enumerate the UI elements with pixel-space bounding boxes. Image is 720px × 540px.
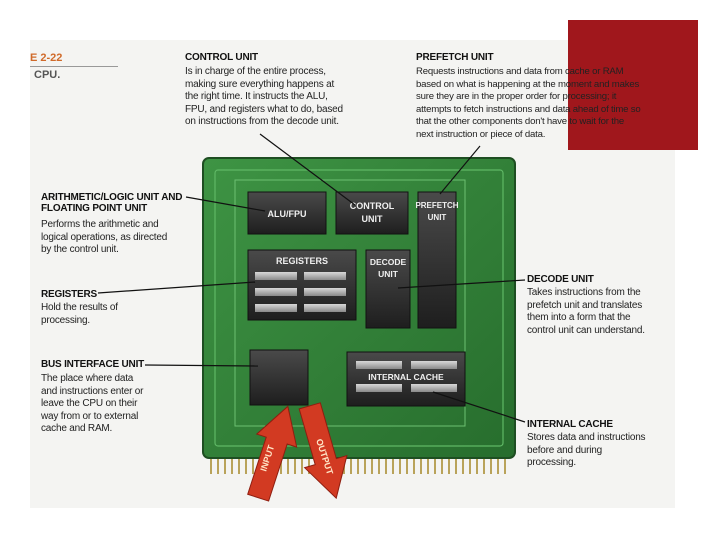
cpu-pin <box>490 452 492 474</box>
red-accent-bar <box>568 20 698 150</box>
control-unit-description: Is in charge of the entire process, maki… <box>185 66 343 127</box>
cpu-pin <box>427 452 429 474</box>
control-unit-heading: CONTROL UNIT <box>185 52 258 63</box>
decode-unit-heading: DECODE UNIT <box>527 274 594 285</box>
cpu-pin <box>385 452 387 474</box>
cpu-pin <box>301 452 303 474</box>
cpu-pin <box>245 452 247 474</box>
cpu-pin <box>434 452 436 474</box>
alu-description: Performs the arithmetic and logical oper… <box>41 219 168 255</box>
cpu-pin <box>252 452 254 474</box>
cpu-pin <box>413 452 415 474</box>
prefetch-unit-description: Requests instructions and data from cach… <box>416 66 641 140</box>
cpu-pin <box>441 452 443 474</box>
cpu-pin <box>378 452 380 474</box>
bus-interface-leader <box>144 364 259 367</box>
control-unit-leader <box>259 133 356 206</box>
input-arrow <box>247 405 298 502</box>
cpu-pin <box>287 452 289 474</box>
cache-cell <box>411 384 457 392</box>
cpu-pin <box>504 452 506 474</box>
figure-caption: CPU. <box>34 69 61 81</box>
cpu-pin <box>371 452 373 474</box>
prefetch-unit-heading: PREFETCH UNIT <box>416 52 494 63</box>
cpu-pin <box>420 452 422 474</box>
registers-description: Hold the results of processing. <box>41 302 118 326</box>
cache-cell <box>356 361 402 369</box>
internal-cache-heading: INTERNAL CACHE <box>527 419 613 430</box>
leader-lines <box>97 133 526 423</box>
control-unit-label-line-2: UNIT <box>362 214 383 224</box>
register-cell <box>304 304 346 312</box>
internal-cache-label: INTERNAL CACHE <box>368 372 444 382</box>
cpu-pin <box>308 452 310 474</box>
alu-fpu-block <box>247 191 327 235</box>
cpu-pin <box>469 452 471 474</box>
cpu-pin <box>231 452 233 474</box>
figure-rule <box>30 66 118 67</box>
internal-cache-description: Stores data and instructions before and … <box>527 432 646 468</box>
cpu-pin <box>448 452 450 474</box>
prefetch-unit-leader <box>439 145 481 195</box>
registers-leader <box>97 281 256 294</box>
cpu-pin <box>210 452 212 474</box>
cpu-pin <box>238 452 240 474</box>
cpu-pin <box>455 452 457 474</box>
register-cell <box>255 304 297 312</box>
cpu-pin <box>406 452 408 474</box>
register-cell <box>255 288 297 296</box>
cache-cells <box>356 361 457 392</box>
cpu-pin <box>483 452 485 474</box>
cpu-pin <box>399 452 401 474</box>
registers-label: REGISTERS <box>276 256 328 266</box>
cache-cell <box>356 384 402 392</box>
registers-heading: REGISTERS <box>41 289 97 300</box>
cpu-pin <box>497 452 499 474</box>
decode-unit-label-line-2: UNIT <box>378 269 399 279</box>
cpu-pin <box>294 452 296 474</box>
prefetch-unit-label-line-1: PREFETCH <box>415 201 458 210</box>
alu-leader <box>185 196 266 212</box>
control-unit-label-line-1: CONTROL <box>350 201 395 211</box>
cpu-pin <box>364 452 366 474</box>
decode-unit-label-line-1: DECODE <box>370 257 407 267</box>
prefetch-unit-label-line-2: UNIT <box>428 213 447 222</box>
figure-number: E 2-22 <box>30 52 63 64</box>
cpu-die-outline <box>234 179 466 427</box>
internal-cache-leader <box>432 391 526 423</box>
bus-interface-heading: BUS INTERFACE UNIT <box>41 359 145 370</box>
alu-fpu-label: ALU/FPU <box>268 209 307 219</box>
cpu-pin <box>392 452 394 474</box>
cache-cell <box>411 361 457 369</box>
cpu-pin <box>462 452 464 474</box>
cpu-pin <box>350 452 352 474</box>
register-cell <box>304 272 346 280</box>
bus-interface-block <box>249 349 309 406</box>
cpu-pin <box>224 452 226 474</box>
decode-unit-leader <box>397 279 526 289</box>
prefetch-unit-block <box>417 191 457 329</box>
alu-heading: ARITHMETIC/LOGIC UNIT AND FLOATING POINT… <box>41 192 183 214</box>
cpu-pin <box>357 452 359 474</box>
control-unit-block <box>335 191 409 235</box>
decode-unit-description: Takes instructions from the prefetch uni… <box>527 287 645 336</box>
cpu-board-inner <box>214 169 504 447</box>
register-cell <box>304 288 346 296</box>
bus-interface-description: The place where data and instructions en… <box>41 373 144 434</box>
decode-unit-block <box>365 249 411 329</box>
register-cell <box>255 272 297 280</box>
register-cells <box>255 272 346 312</box>
cpu-pin <box>476 452 478 474</box>
cpu-pin <box>217 452 219 474</box>
output-arrow <box>298 402 348 500</box>
